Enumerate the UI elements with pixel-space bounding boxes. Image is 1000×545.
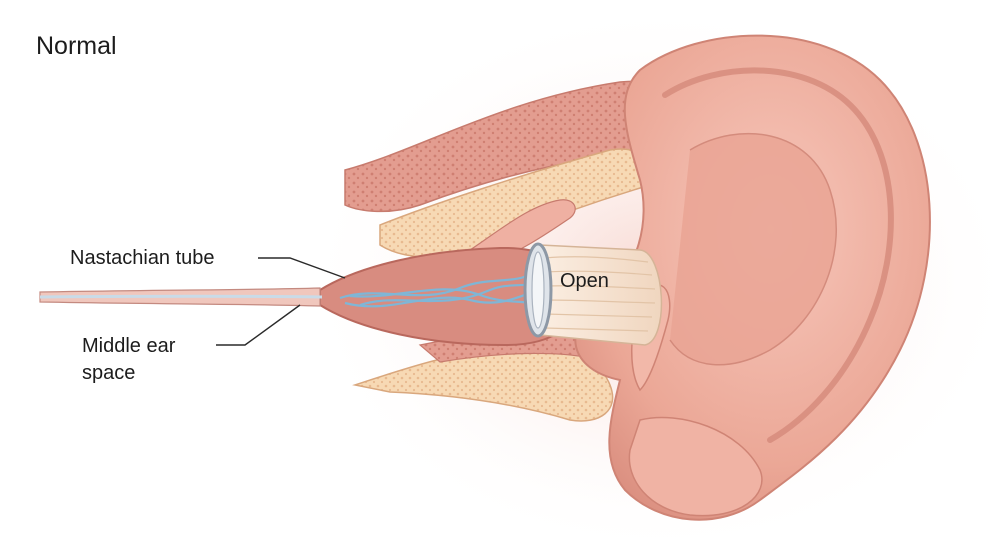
pinna-earlobe xyxy=(628,416,763,517)
page-title: Normal xyxy=(36,32,117,60)
eardrum-inner xyxy=(531,251,545,329)
tube-leader-line xyxy=(258,257,346,279)
ear-canal-ridges xyxy=(544,256,656,332)
label-middle-ear-line1: Middle ear xyxy=(82,335,176,357)
ear-canal xyxy=(539,244,663,346)
middle-ear-leader-line xyxy=(216,304,301,346)
blue-fibers xyxy=(339,271,539,308)
eustachian-tube-highlight xyxy=(39,294,323,299)
label-nastachian-tube: Nastachian tube xyxy=(70,247,215,269)
label-middle-ear-line2: space xyxy=(82,362,136,384)
label-middle-ear-space: Middle ear space xyxy=(82,333,175,387)
label-open: Open xyxy=(560,270,609,292)
pinna-helix-fold xyxy=(662,67,894,443)
pinna-concha xyxy=(669,132,837,366)
